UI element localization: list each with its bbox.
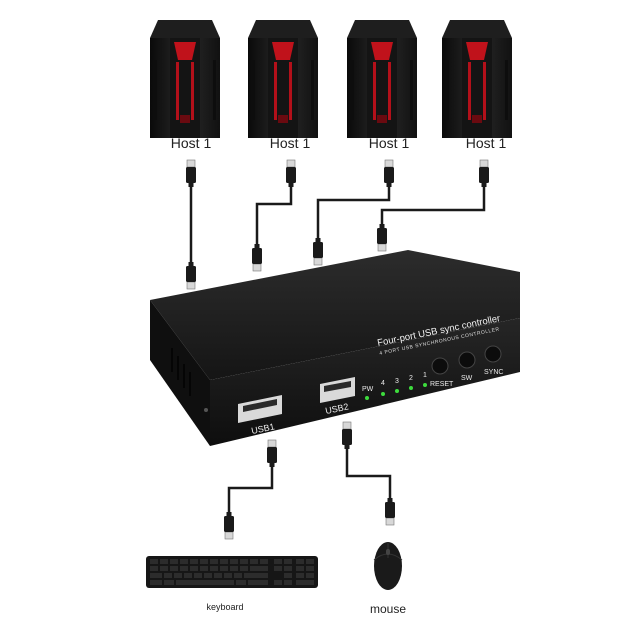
keyboard-label: keyboard (206, 602, 243, 612)
keyboard (146, 556, 318, 588)
host-label-3: Host 1 (369, 135, 410, 151)
mouse-label: mouse (370, 602, 406, 616)
usb1-port[interactable] (238, 395, 282, 423)
mouse (373, 542, 403, 590)
host-computer-2 (248, 20, 318, 138)
host-label-1: Host 1 (171, 135, 212, 151)
controller-front (210, 318, 520, 446)
usb2-label: USB2 (324, 401, 349, 415)
host-cable-4 (376, 159, 490, 252)
indicator-label-3: 3 (395, 378, 399, 385)
host-cable-1 (185, 159, 197, 290)
sync-label: SYNC (484, 369, 503, 376)
side-vents (171, 348, 191, 396)
pw-led (365, 396, 369, 400)
led-3 (395, 389, 399, 393)
host-cable-3 (312, 159, 395, 266)
indicator-label-pw: PW (362, 386, 374, 393)
host-computer-4 (442, 20, 512, 138)
sw-label: SW (461, 375, 473, 382)
sync-button[interactable] (484, 345, 502, 363)
usb1-label: USB1 (250, 421, 275, 435)
reset-button[interactable] (431, 357, 449, 375)
led-4 (381, 392, 385, 396)
indicator-label-2: 2 (409, 375, 413, 382)
host-cable-2 (251, 159, 297, 272)
controller-side (150, 300, 210, 446)
indicator-label-4: 4 (381, 380, 385, 387)
reset-label: RESET (430, 381, 454, 388)
host-label-4: Host 1 (466, 135, 507, 151)
host-computer-1 (150, 20, 220, 138)
controller-top (150, 250, 520, 380)
screw-icon (204, 408, 208, 412)
host-computer-3 (347, 20, 417, 138)
led-1 (423, 383, 427, 387)
led-2 (409, 386, 413, 390)
sw-button[interactable] (458, 351, 476, 369)
keyboard-cable (223, 439, 278, 540)
usb2-port[interactable] (320, 377, 355, 403)
usb-sync-controller: Four-port USB sync controller 4 PORT USB… (150, 250, 520, 446)
indicator-label-1: 1 (423, 372, 427, 379)
host-label-2: Host 1 (270, 135, 311, 151)
mouse-cable (341, 421, 396, 526)
